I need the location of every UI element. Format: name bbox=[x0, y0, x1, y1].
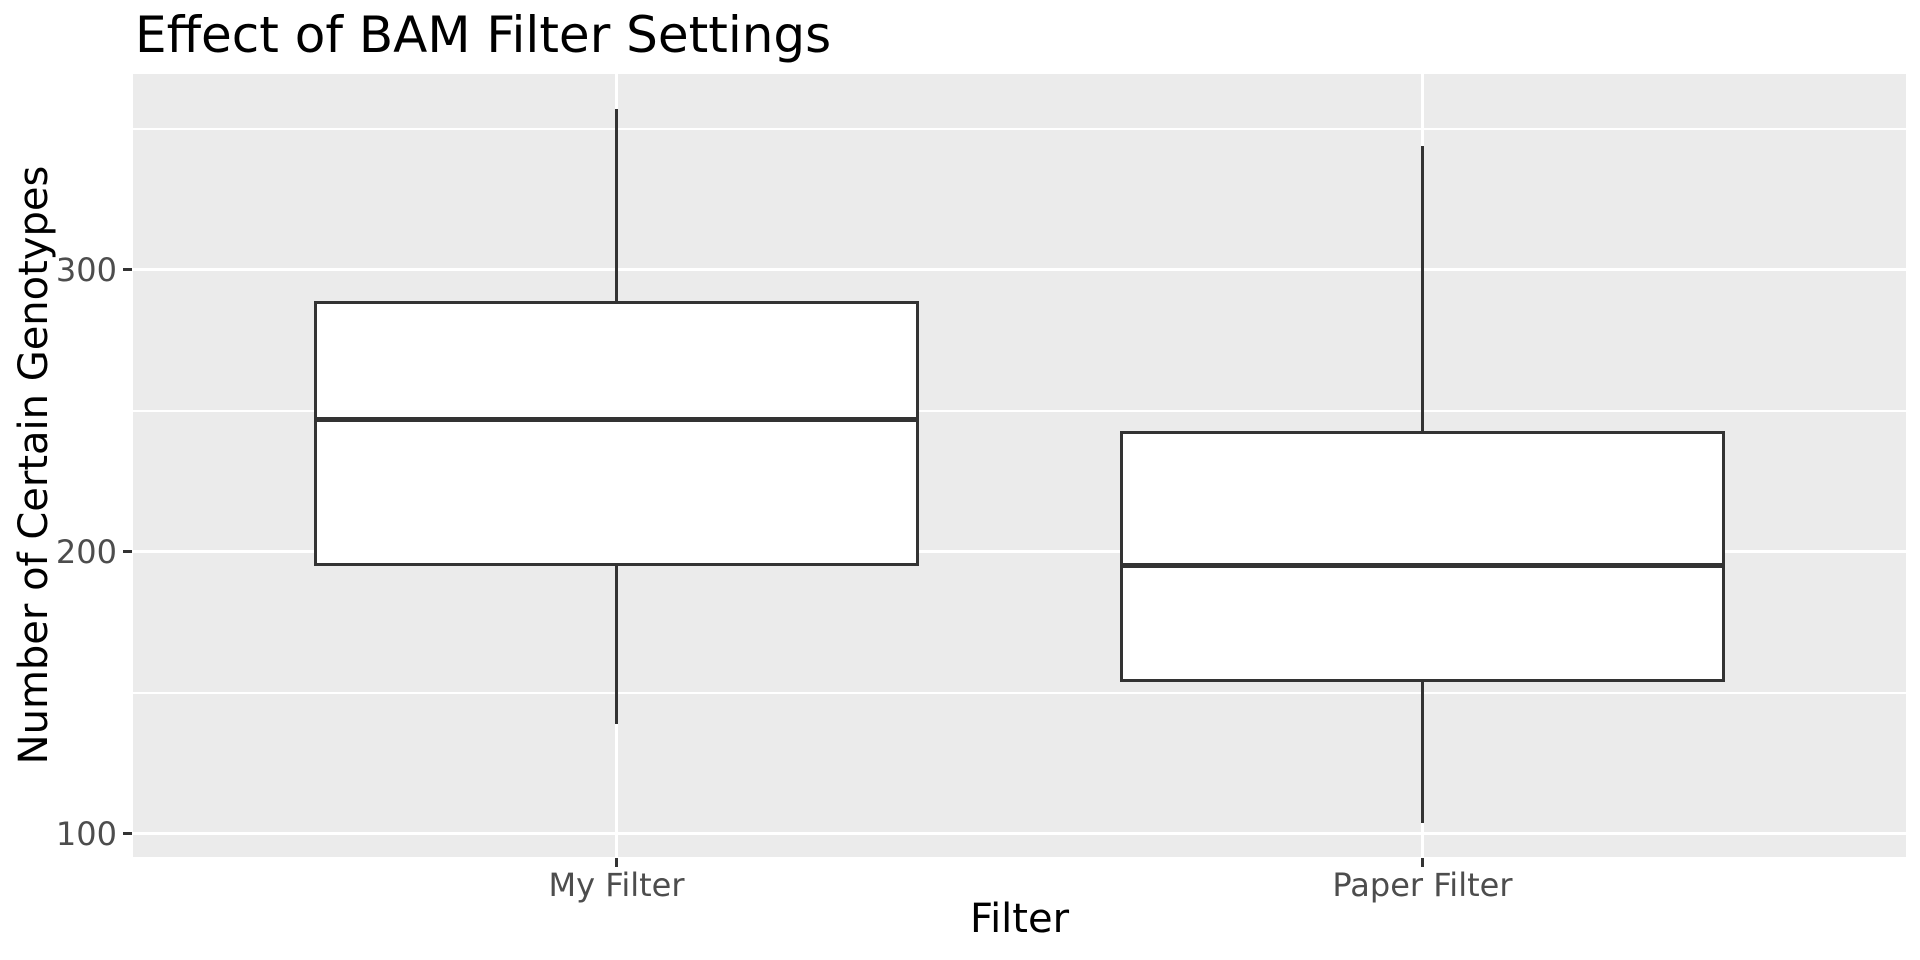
x-tick-label: My Filter bbox=[548, 866, 685, 904]
gridline-major bbox=[133, 268, 1906, 272]
gridline-major bbox=[133, 550, 1906, 554]
y-tick-mark bbox=[123, 832, 132, 836]
chart-title: Effect of BAM Filter Settings bbox=[135, 6, 832, 64]
x-tick-label: Paper Filter bbox=[1332, 866, 1513, 904]
x-tick-mark bbox=[615, 858, 619, 867]
lower-whisker bbox=[1420, 681, 1424, 823]
lower-whisker bbox=[615, 565, 619, 724]
upper-whisker bbox=[615, 108, 619, 301]
boxplot-box bbox=[1120, 430, 1725, 682]
upper-whisker bbox=[1420, 145, 1424, 431]
gridline-minor bbox=[133, 127, 1906, 130]
y-tick-label: 300 bbox=[55, 250, 117, 289]
boxplot-box bbox=[314, 300, 919, 566]
median-line bbox=[317, 416, 916, 422]
gridline-major bbox=[133, 832, 1906, 836]
gridline-minor bbox=[133, 409, 1906, 412]
gridline-minor bbox=[133, 691, 1906, 694]
x-axis-title: Filter bbox=[969, 896, 1070, 942]
y-tick-mark bbox=[123, 550, 132, 554]
y-tick-mark bbox=[123, 268, 132, 272]
y-tick-label: 100 bbox=[55, 814, 117, 853]
y-tick-label: 200 bbox=[55, 532, 117, 571]
x-tick-mark bbox=[1420, 858, 1424, 867]
median-line bbox=[1123, 563, 1722, 569]
